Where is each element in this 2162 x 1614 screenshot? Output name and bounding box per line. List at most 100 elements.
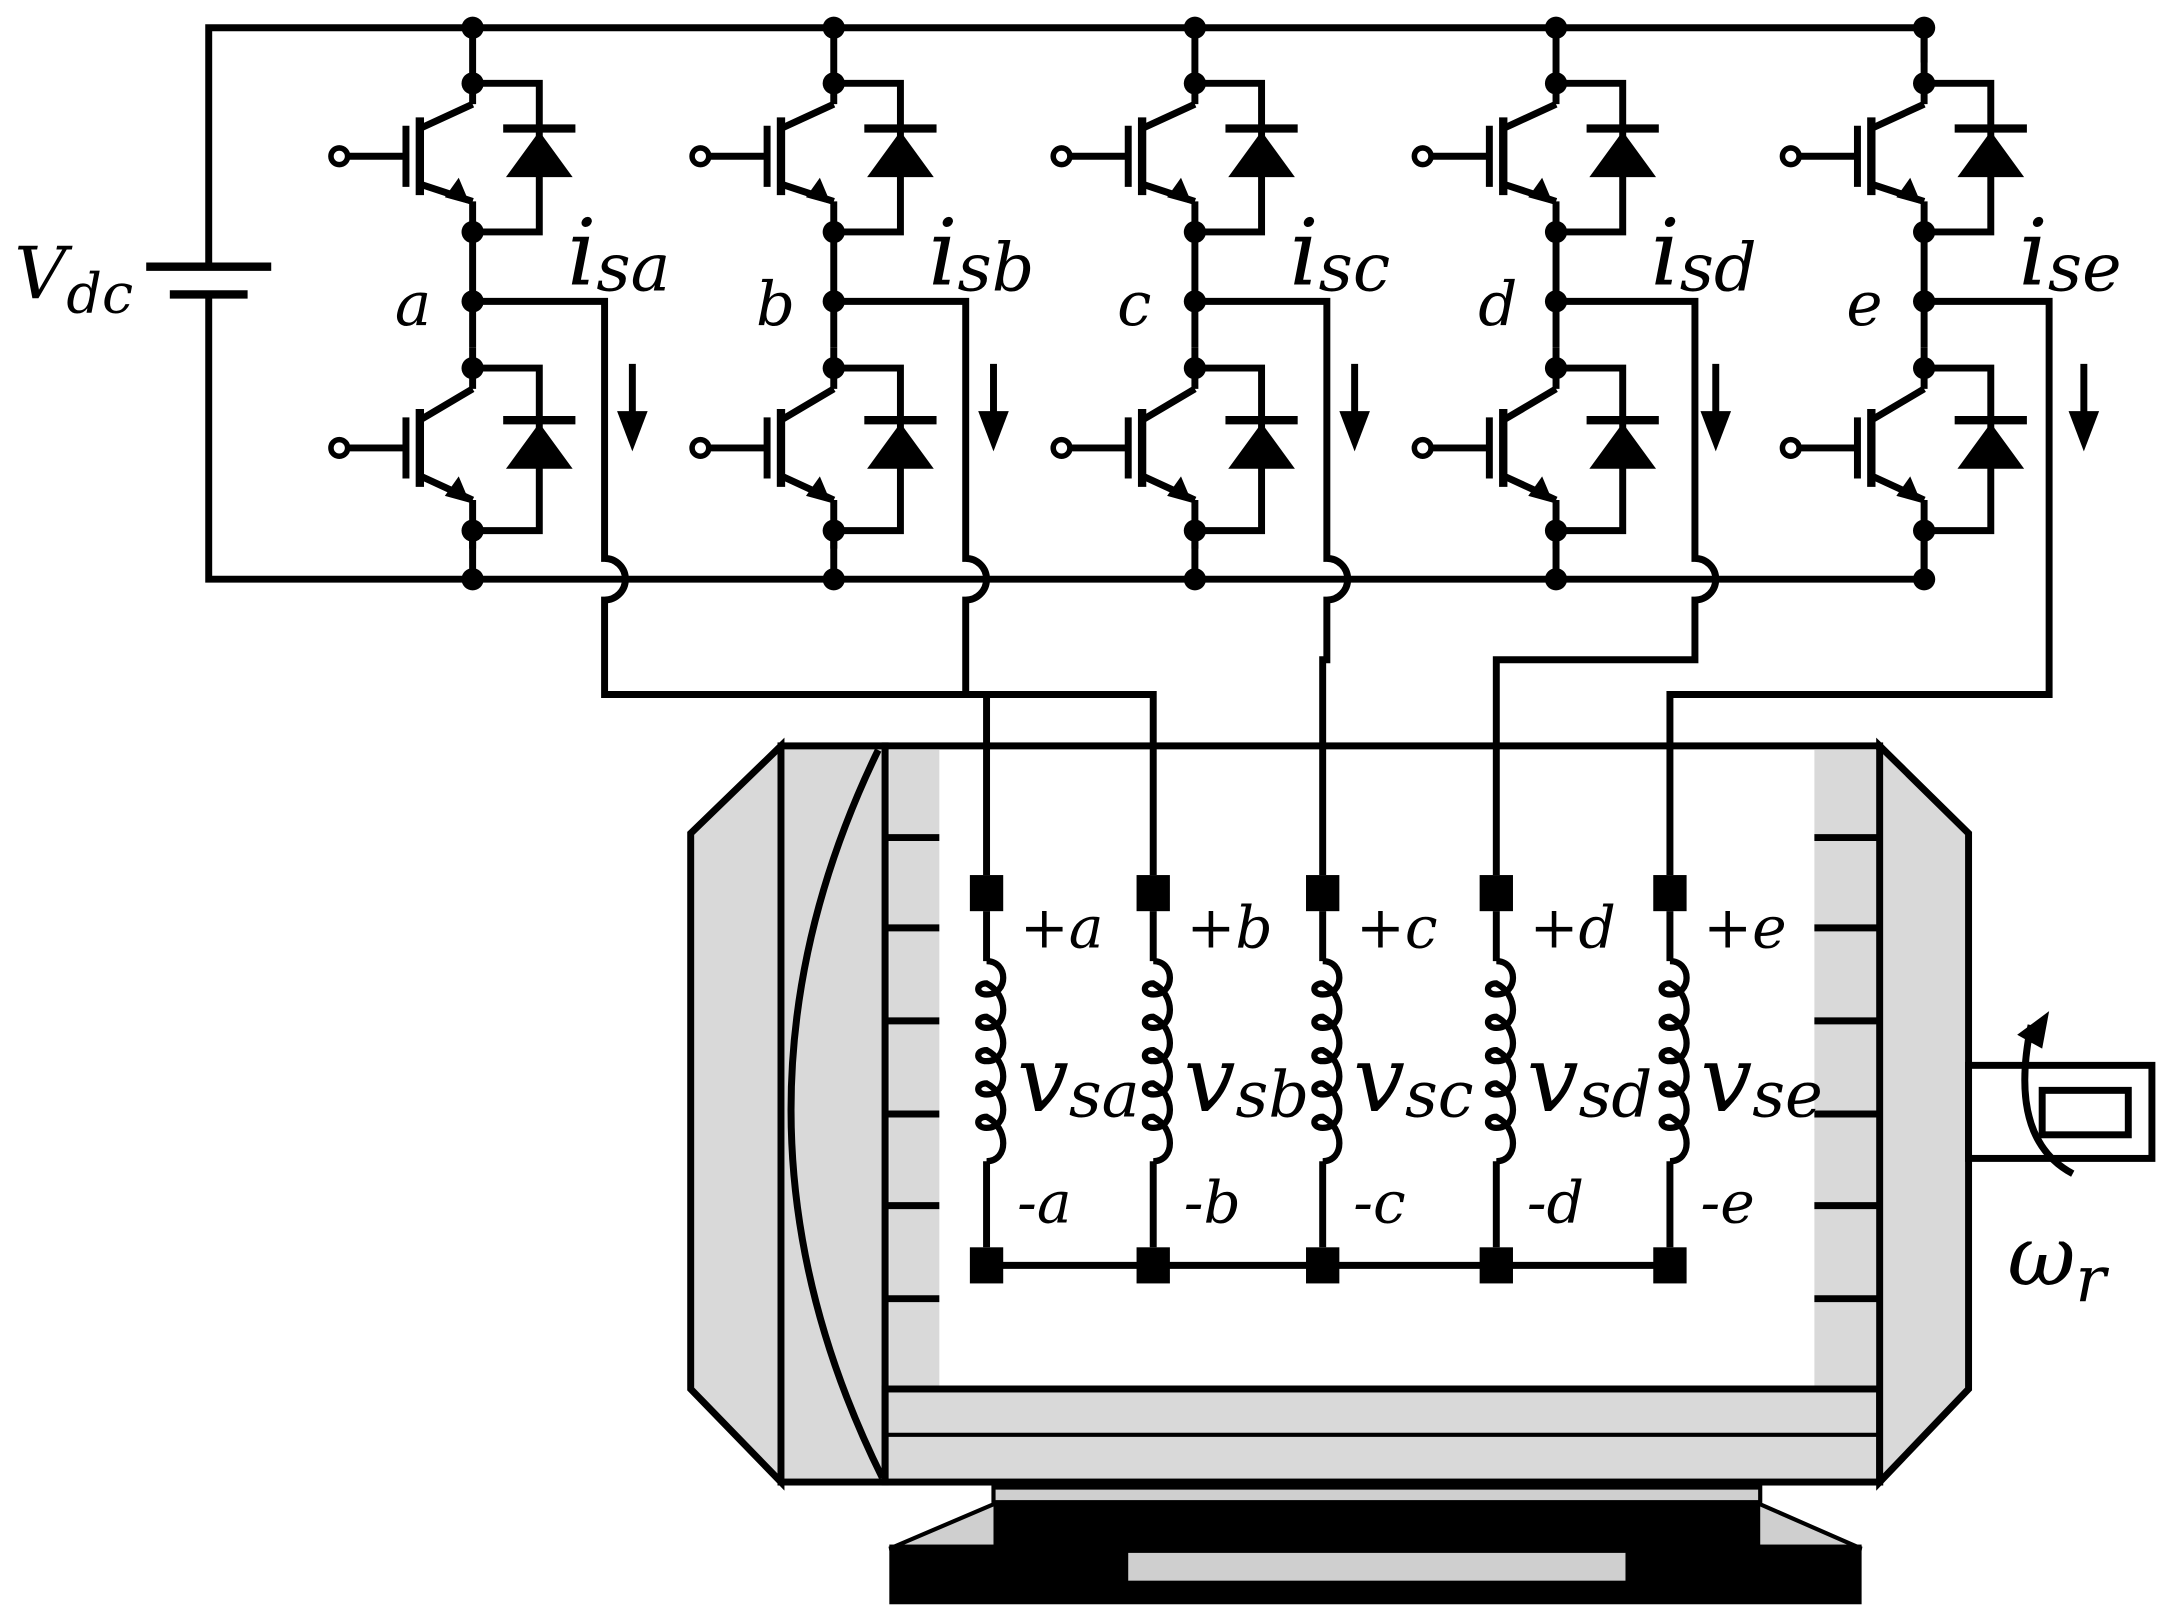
bus-junction-dot <box>1544 568 1568 591</box>
motor-fan-curve <box>787 748 886 1480</box>
gate-terminal <box>689 145 712 168</box>
junction-dot <box>1544 519 1568 542</box>
gate-terminal <box>1411 436 1434 460</box>
upper-switch-d <box>1411 62 1659 251</box>
winding-coil <box>975 958 1007 1165</box>
motor <box>687 737 2156 1605</box>
terminal-plus <box>1136 875 1170 912</box>
emitter-arrow <box>1896 177 1922 205</box>
bus-junction-dot <box>822 568 845 591</box>
dc-source-label: Vdc <box>14 233 133 327</box>
motor-base-black-band <box>993 1500 1761 1553</box>
winding-minus-label: -b <box>1184 1168 1241 1236</box>
phase-node-label: c <box>1117 269 1151 340</box>
terminal-minus <box>1479 1247 1513 1284</box>
gate-terminal <box>328 145 351 168</box>
phase-node-label: b <box>756 269 795 340</box>
winding-minus-label: -d <box>1527 1168 1584 1236</box>
winding-voltage-label: vsa <box>1017 1026 1140 1133</box>
terminal-minus <box>969 1247 1004 1284</box>
gate-terminal <box>1050 436 1073 460</box>
stator-winding-e: +e -e vse <box>1653 875 1823 1284</box>
current-arrow <box>617 411 648 452</box>
winding-coil <box>1658 958 1690 1165</box>
terminal-minus <box>1136 1247 1170 1284</box>
winding-minus-label: -e <box>1700 1168 1754 1236</box>
terminal-minus <box>1653 1247 1687 1284</box>
winding-plus-label: +e <box>1703 893 1786 961</box>
winding-coil <box>1311 958 1343 1165</box>
winding-minus-label: -a <box>1017 1168 1071 1236</box>
diode-triangle <box>505 422 573 469</box>
emitter-arrow <box>1896 476 1922 503</box>
diode-triangle <box>867 131 934 178</box>
junction-dot <box>1183 519 1207 542</box>
stator-teeth-right <box>1814 834 1880 1303</box>
winding-coil <box>1484 958 1516 1165</box>
gate-terminal <box>1411 145 1434 168</box>
diode-triangle <box>505 131 573 178</box>
junction-dot <box>1544 72 1568 95</box>
current-arrow <box>1339 411 1370 452</box>
lower-switch-a <box>328 347 576 549</box>
phase-output-wire <box>1194 297 1352 876</box>
phase-output-wire <box>1492 297 1720 876</box>
gate-terminal <box>689 436 712 460</box>
junction-dot <box>461 72 484 95</box>
current-label: isc <box>1289 200 1390 307</box>
winding-minus-label: -c <box>1353 1168 1405 1236</box>
junction-dot <box>461 519 484 542</box>
lower-switch-e <box>1779 347 2027 549</box>
shaft-key <box>2038 1086 2132 1139</box>
junction-dot <box>1183 356 1207 380</box>
junction-dot <box>1913 356 1936 380</box>
terminal-plus <box>1479 875 1513 912</box>
current-arrow <box>978 411 1009 452</box>
bus-junction-dot <box>1913 568 1936 591</box>
winding-plus-label: +d <box>1530 893 1616 961</box>
gate-terminal <box>328 436 351 460</box>
emitter-arrow <box>805 476 831 503</box>
diode-triangle <box>1589 131 1657 178</box>
diode-triangle <box>1228 422 1295 469</box>
emitter-arrow <box>444 177 470 205</box>
bus-junction-dot <box>1183 568 1207 591</box>
bus-junction-dot <box>461 568 484 591</box>
junction-dot <box>822 356 845 380</box>
junction-dot <box>1913 72 1936 95</box>
diode-triangle <box>1589 422 1657 469</box>
current-arrow <box>1700 411 1732 452</box>
junction-dot <box>822 220 845 244</box>
emitter-arrow <box>1167 177 1193 205</box>
winding-voltage-label: vse <box>1700 1026 1822 1133</box>
diode-triangle <box>1957 422 2025 469</box>
winding-coil <box>1141 958 1173 1165</box>
lower-switch-c <box>1050 347 1298 549</box>
emitter-arrow <box>1528 177 1554 205</box>
stator-teeth-left <box>885 834 940 1303</box>
current-label: isa <box>567 200 670 307</box>
gate-terminal <box>1779 436 1802 460</box>
rotor-speed-label: ωr <box>2007 1208 2109 1318</box>
current-arrow <box>2068 411 2100 452</box>
emitter-arrow <box>444 476 470 503</box>
terminal-plus <box>1653 875 1687 912</box>
gate-terminal <box>1050 145 1073 168</box>
bus-junction-dot <box>1913 16 1936 39</box>
phase-node-label: e <box>1846 269 1882 340</box>
terminal-minus <box>1306 1247 1340 1284</box>
junction-dot <box>1544 220 1568 244</box>
lower-switch-b <box>689 347 937 549</box>
winding-voltage-label: vsd <box>1527 1026 1652 1133</box>
junction-dot <box>822 519 845 542</box>
junction-dot <box>461 356 484 380</box>
junction-dot <box>1544 356 1568 380</box>
motor-base-foot-slot <box>1128 1552 1626 1581</box>
junction-dot <box>1183 72 1207 95</box>
